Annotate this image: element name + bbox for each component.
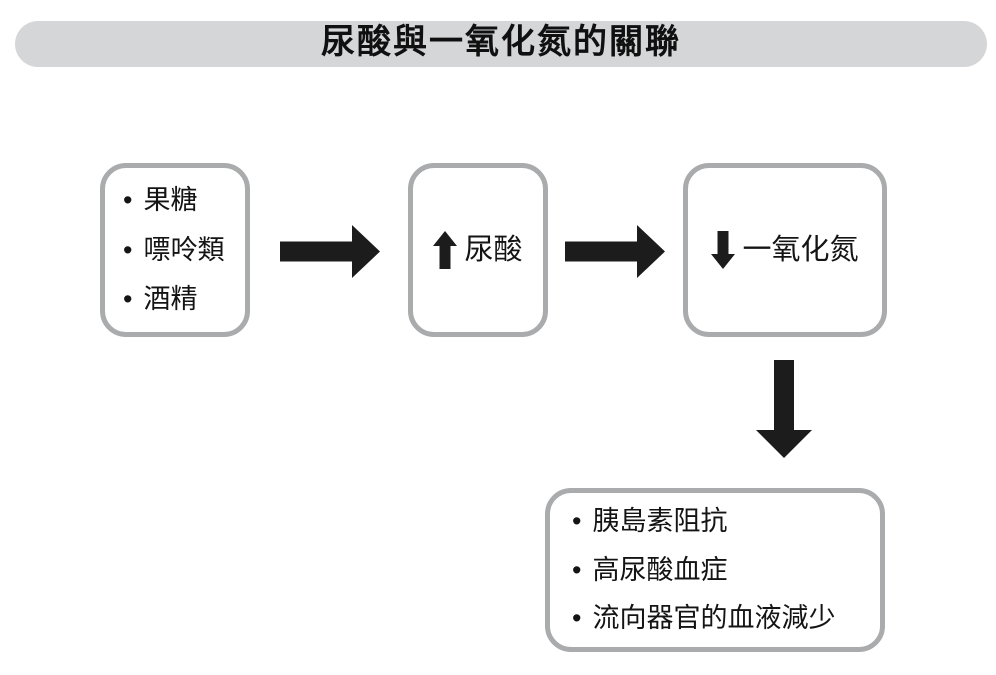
- up-arrow-icon: [433, 231, 458, 269]
- uric-acid-box: 尿酸: [408, 163, 548, 337]
- uric-acid-label-row: 尿酸: [433, 231, 523, 269]
- bullet-icon: •: [123, 185, 133, 216]
- list-item-label: 高尿酸血症: [592, 554, 728, 585]
- bullet-icon: •: [572, 554, 582, 585]
- title-bar: 尿酸與一氧化氮的關聯: [15, 21, 987, 67]
- list-item-label: 流向器官的血液減少: [592, 603, 836, 634]
- bullet-icon: •: [572, 602, 582, 633]
- list-item: • 流向器官的血液減少: [572, 602, 880, 634]
- bullet-icon: •: [123, 234, 133, 265]
- list-item: • 酒精: [123, 283, 245, 315]
- right-arrow-icon: [565, 225, 665, 278]
- uric-acid-label: 尿酸: [464, 233, 523, 266]
- nitric-oxide-label-row: 一氧化氮: [711, 231, 859, 269]
- down-arrow-icon: [756, 360, 812, 458]
- nitric-oxide-label: 一氧化氮: [742, 233, 859, 266]
- list-item: • 果糖: [123, 185, 245, 216]
- causes-box: • 果糖 • 嘌呤類 • 酒精: [100, 163, 250, 337]
- nitric-oxide-box: 一氧化氮: [683, 163, 887, 337]
- right-arrow-icon: [280, 225, 380, 278]
- down-arrow-icon: [711, 231, 736, 269]
- list-item: • 胰島素阻抗: [572, 506, 880, 537]
- diagram-title: 尿酸與一氧化氮的關聯: [321, 24, 681, 61]
- effects-box: • 胰島素阻抗 • 高尿酸血症 • 流向器官的血液減少: [545, 488, 885, 652]
- list-item: • 高尿酸血症: [572, 554, 880, 585]
- list-item: • 嘌呤類: [123, 234, 245, 265]
- list-item-label: 果糖: [143, 185, 198, 216]
- list-item-label: 酒精: [143, 284, 198, 315]
- list-item-label: 胰島素阻抗: [592, 506, 728, 537]
- bullet-icon: •: [572, 506, 582, 537]
- bullet-icon: •: [123, 283, 133, 314]
- list-item-label: 嘌呤類: [143, 234, 225, 265]
